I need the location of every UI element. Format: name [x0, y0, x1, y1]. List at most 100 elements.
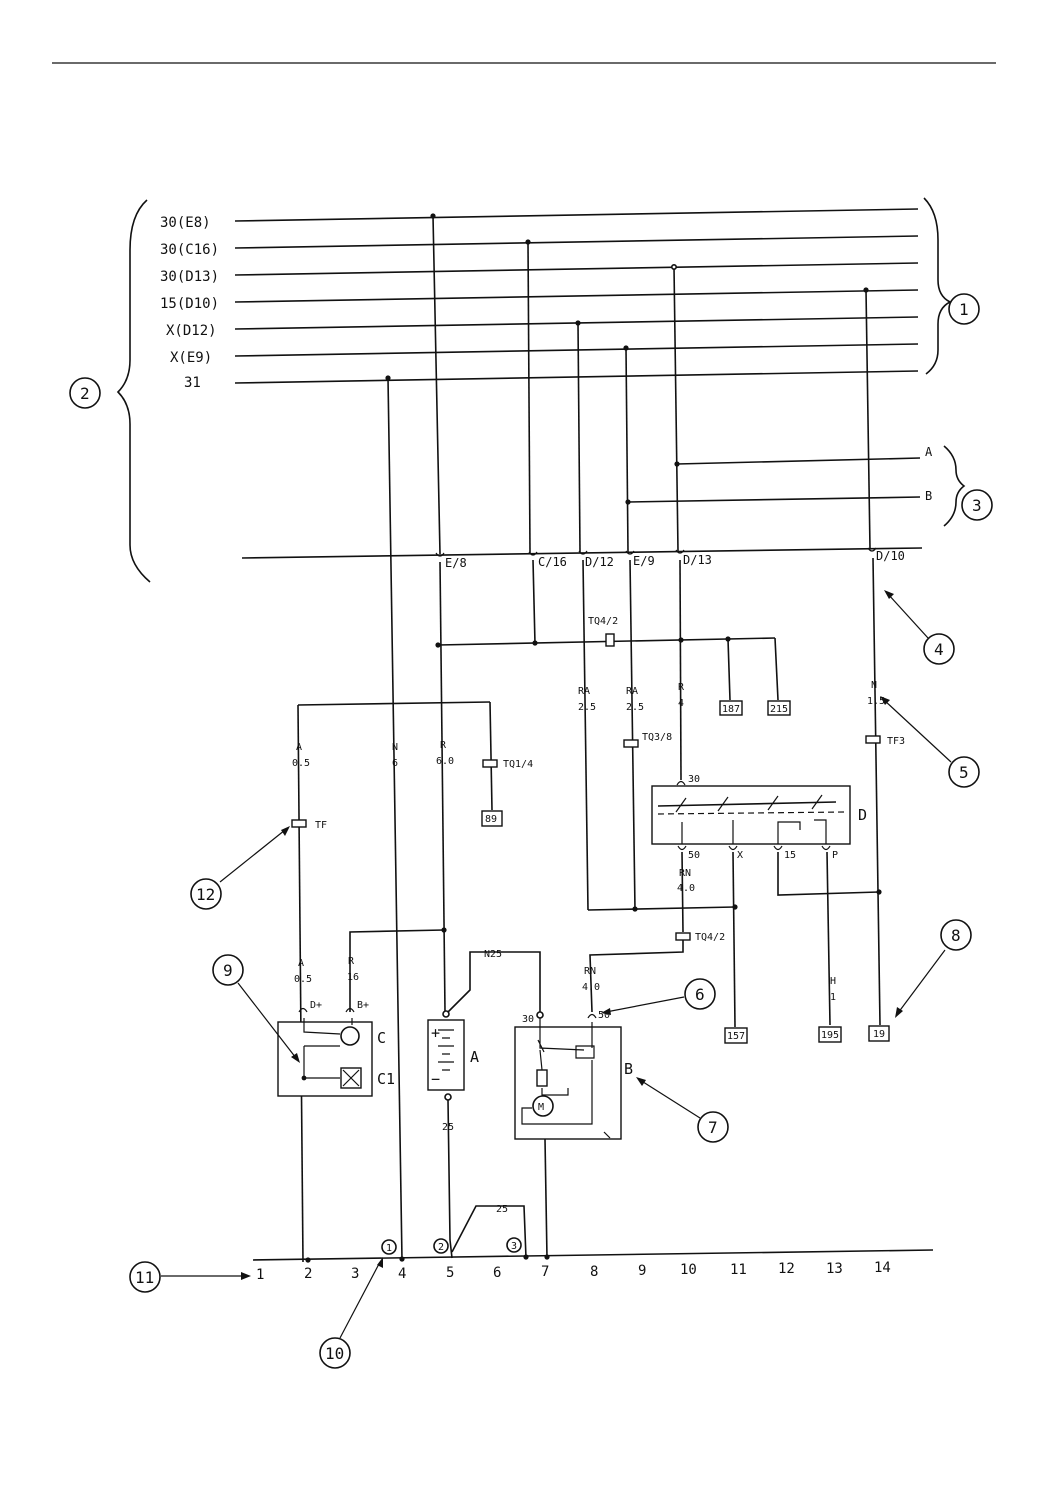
junction-dot [678, 637, 684, 643]
wire-code: A [296, 742, 302, 753]
battery-cells [438, 1029, 454, 1071]
wire-ground-25 [451, 1205, 527, 1259]
grid-number: 4 [398, 1266, 406, 1282]
splice-tq14-mark [482, 759, 498, 768]
callout-leader [605, 996, 685, 1013]
wire-30-d13 [673, 266, 679, 552]
bus-line-30-d13 [234, 262, 919, 276]
wire-x-d12 [577, 322, 581, 553]
connector-pin-label: C/16 [538, 555, 567, 569]
callout-arrowhead [880, 696, 890, 705]
rectifier-diag [342, 1069, 360, 1087]
junction-dot [863, 287, 869, 293]
callout-number: 5 [959, 763, 969, 782]
wire-code: 25 [496, 1204, 508, 1215]
wire-d10-down [872, 557, 881, 1026]
ground-point-label: 1 [386, 1243, 392, 1254]
wire-code: H [830, 976, 836, 987]
wire-code: 6.0 [436, 756, 454, 767]
callout-number: 1 [959, 300, 969, 319]
wire-group-a [676, 457, 921, 465]
ground-point [381, 1239, 397, 1255]
grid-number: 1 [256, 1267, 264, 1283]
callout-arrowhead [241, 1272, 251, 1280]
alternator-pin-label: D+ [310, 1000, 322, 1011]
callout-number: 2 [80, 384, 90, 403]
starter-wiring [521, 1018, 595, 1125]
switch-dash [657, 811, 846, 815]
wire-code: 16 [347, 972, 359, 983]
callout-arrowhead [636, 1077, 646, 1086]
connector-pin-label: D/12 [585, 555, 614, 569]
pin-mark [867, 547, 877, 552]
ground-point [506, 1237, 522, 1253]
starter-motor-letter: M [538, 1102, 544, 1113]
switch-letter: D [858, 806, 867, 824]
wire-c16-down [532, 559, 536, 645]
junction-dot [674, 461, 680, 467]
wire-group-b [627, 496, 921, 503]
callout-circle [190, 878, 222, 910]
switch-pin-mark [821, 845, 831, 851]
alternator-pin-mark [298, 1007, 308, 1013]
starter-body [514, 1026, 622, 1140]
wire-ra-join [587, 906, 736, 911]
wire-code: 0.5 [294, 974, 312, 985]
alternator-wiring [303, 1018, 353, 1079]
wire-e9-down [629, 559, 636, 911]
ground-point-label: 3 [511, 1241, 517, 1252]
wire-15-d10 [865, 289, 871, 550]
starter-pin-label: 50 [598, 1010, 610, 1021]
alternator-pin-mark [345, 1007, 355, 1013]
splice-tq42-top-mark [605, 633, 615, 647]
wire-d12-down [582, 559, 589, 911]
starter-motor: 30 50 M B [514, 1010, 633, 1140]
junction-dot [575, 320, 581, 326]
callout-leader [639, 1079, 701, 1119]
wire-code: 0.5 [292, 758, 310, 769]
bus-line-31 [234, 370, 919, 384]
junction-dot [385, 375, 391, 381]
callout-leader [339, 1261, 381, 1339]
wire-x-e9 [625, 347, 629, 553]
callout-circle [684, 978, 716, 1010]
wire-d13-down [679, 559, 682, 781]
switch-pin-label: X [737, 850, 743, 861]
junction-dot [301, 1075, 307, 1081]
splice-tq38-mark [623, 739, 639, 748]
battery-minus: − [431, 1070, 440, 1088]
bus-lines [234, 208, 919, 384]
callout-arrowhead [884, 590, 894, 599]
switch-contacts [675, 794, 823, 813]
junction-dot [732, 904, 738, 910]
brace-right-bus [923, 197, 952, 375]
grid-number: 5 [446, 1265, 454, 1281]
grid-number: 12 [778, 1261, 795, 1277]
wire-starter-ground [544, 1138, 548, 1259]
connector-pin-label: D/13 [683, 553, 712, 567]
junction-dot [399, 1256, 405, 1262]
junction-dot [532, 640, 538, 646]
junction-dot [625, 499, 631, 505]
wire-code: N [392, 742, 398, 753]
callout-circle [940, 919, 972, 951]
ref-box-195 [818, 1026, 842, 1043]
pin-mark [435, 552, 445, 557]
alternator-pin-label: B+ [357, 1000, 369, 1011]
starter-pin-50-mark [587, 1013, 597, 1019]
grid-number: 11 [730, 1262, 747, 1278]
switch-pin-mark [677, 845, 687, 851]
connector-pin-label: E/8 [445, 556, 467, 570]
callout-circle [319, 1337, 351, 1369]
bus-line-30-c16 [234, 235, 919, 249]
junction-dot [523, 1254, 529, 1260]
wire-e8-battery [439, 561, 446, 1013]
wire-rn-to-starter [589, 940, 684, 1013]
splice-label: TQ1/4 [503, 759, 533, 770]
callout-circle [129, 1261, 161, 1293]
bus-label: X(D12) [166, 323, 217, 339]
splice-label: TQ4/2 [588, 616, 618, 627]
switch-pin-label: 30 [688, 774, 700, 785]
wire-switch-15 [777, 852, 880, 896]
